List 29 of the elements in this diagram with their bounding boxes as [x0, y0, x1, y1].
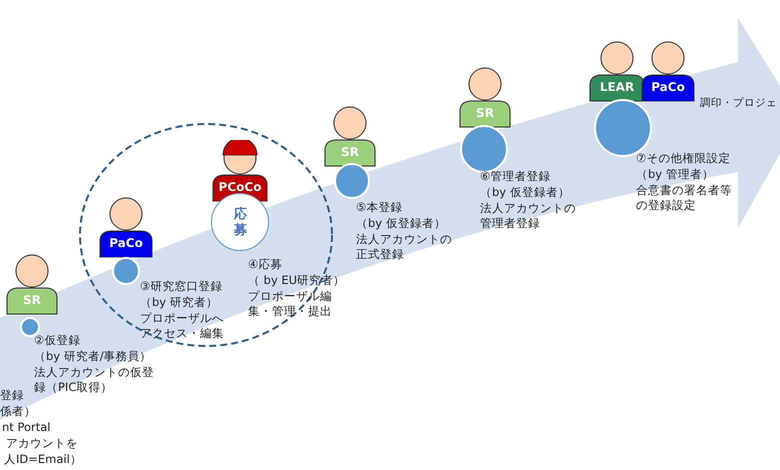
role-label: SR — [22, 293, 42, 307]
role-note: （by 仮登録者） — [356, 216, 446, 231]
step-title: ⑥管理者登録 — [480, 169, 550, 184]
role-note: （by 管理者） — [636, 167, 714, 182]
role-label: PaCo — [108, 236, 144, 250]
role-label: PaCo — [650, 80, 686, 94]
step-description: 法人アカウントの仮登録（PIC取得） — [34, 365, 154, 395]
step-description: 法人アカウントの管理者登録 — [480, 201, 576, 231]
step-text-fragment: アカウントを — [6, 436, 78, 451]
step-title: ②仮登録 — [34, 333, 80, 348]
step-description: プロポーザル編集・管理・提出 — [248, 289, 333, 319]
role-note: （by 研究者） — [140, 295, 218, 310]
role-note: （by 研究者/事務員） — [34, 349, 152, 364]
step-title: ⑦その他権限設定 — [636, 151, 730, 166]
role-label: SR — [475, 106, 495, 120]
next-step-text: 調印・プロジェ — [700, 96, 777, 111]
step-title: ④応募 — [248, 257, 282, 272]
step-description: 法人アカウントの正式登録 — [356, 232, 452, 262]
step-text-fragment: 人ID=Email） — [4, 452, 82, 467]
step-text-fragment: 係者） — [0, 404, 36, 419]
step-title: ③研究窓口登録 — [140, 279, 222, 294]
step-text-fragment: nt Portal — [2, 420, 50, 435]
role-note: （by 仮登録者） — [480, 185, 570, 200]
role-label: SR — [340, 145, 360, 159]
step-title: ⑤本登録 — [356, 200, 402, 215]
role-label: LEAR — [598, 80, 636, 94]
step-text-fragment: 登録 — [0, 388, 24, 403]
role-label: PCoCo — [218, 180, 262, 194]
step-description: 合意書の署名者等の登録設定 — [636, 183, 732, 213]
